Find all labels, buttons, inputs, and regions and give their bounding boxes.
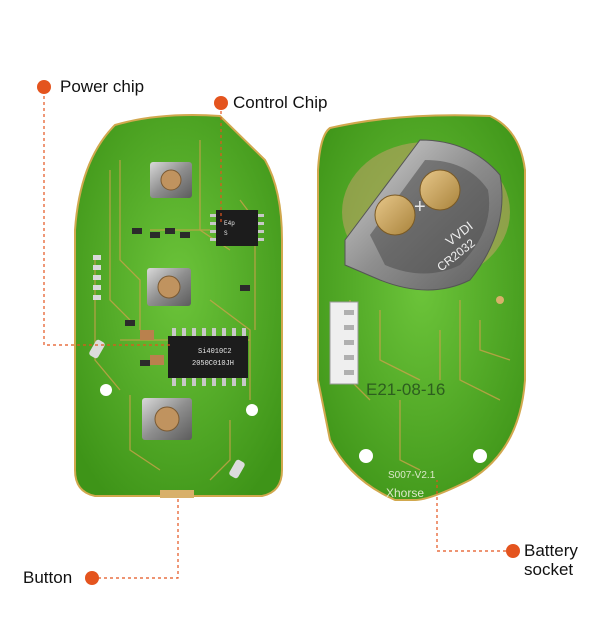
power-chip-dot [37,80,51,94]
brand-marking: Xhorse [386,486,425,500]
right-board [317,114,526,501]
control-chip-marking-line2: S [224,230,228,237]
left-board [74,114,283,498]
control-chip-marking-line1: E4p [224,220,235,227]
battery-socket-holder [342,139,510,291]
control-chip-label: Control Chip [233,93,328,112]
battery-plus-marking: + [414,196,426,218]
side-connector [329,301,359,385]
button-label: Button [23,568,73,587]
main-chip-marking-line2: 2050C010JH [192,360,235,368]
board-model-marking: S007-V2.1 [388,470,436,481]
battery-socket-label: Battery socket [524,541,578,579]
leader-lines [43,96,512,579]
main-chip [168,328,248,386]
control-chip-dot [214,96,228,110]
tact-switch-bottom [142,398,192,440]
control-chip [210,210,264,246]
power-chip-label: Power chip [60,77,145,96]
tact-switch-top [150,162,192,198]
button-dot [85,571,99,585]
main-chip-marking-line1: Si4010C2 [198,348,232,356]
tact-switch-middle [147,268,191,306]
battery-socket-dot [506,544,520,558]
board-code-marking: E21-08-16 [366,380,446,399]
